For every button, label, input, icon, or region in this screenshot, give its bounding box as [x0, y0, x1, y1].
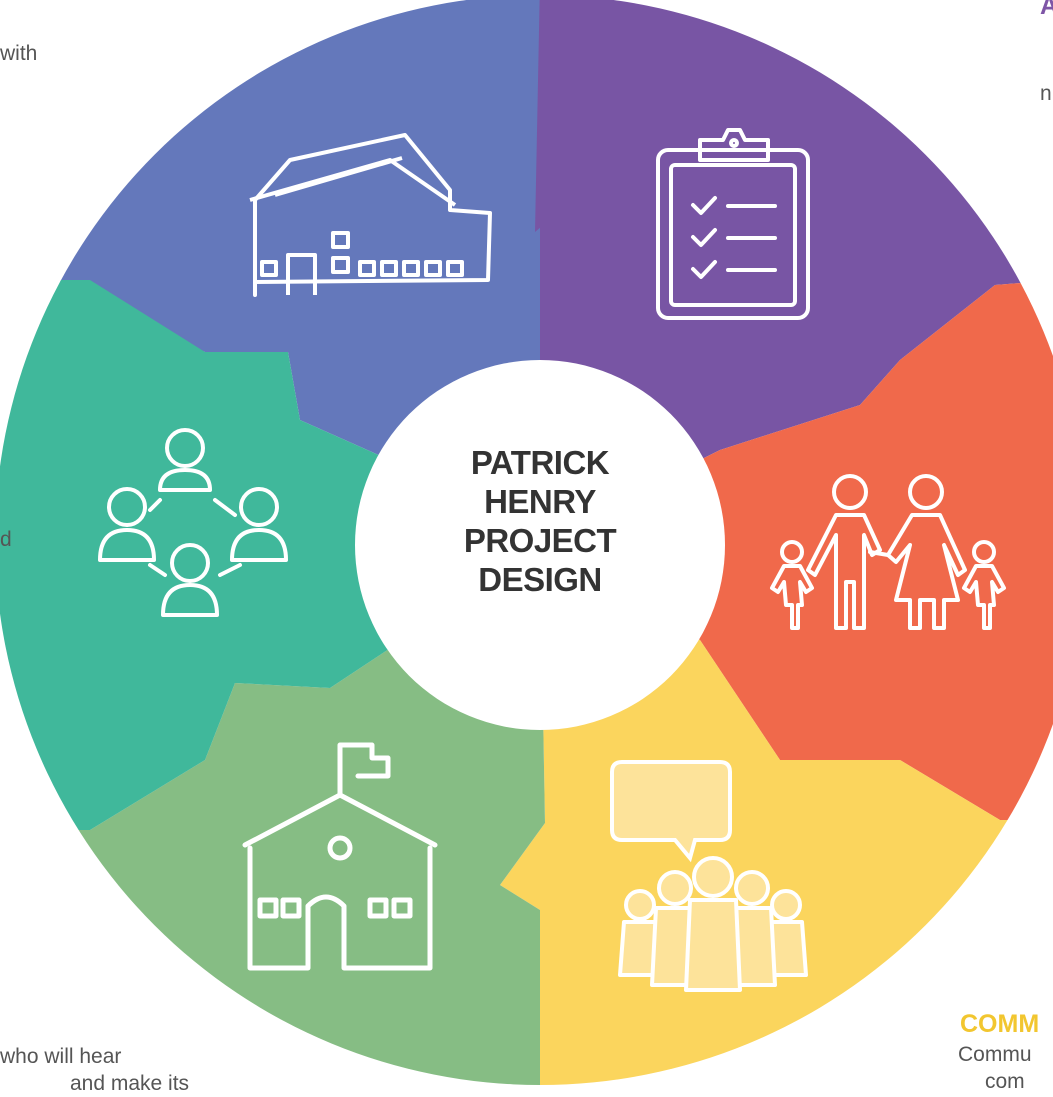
- center-title: PATRICK HENRY PROJECT DESIGN: [360, 443, 720, 599]
- schoolhouse-icon: [242, 742, 438, 971]
- center-circle: [355, 360, 725, 730]
- center-title-line-2: HENRY: [484, 483, 596, 520]
- center-title-line-1: PATRICK: [470, 444, 610, 481]
- speech-bubble-people-icon: [610, 760, 808, 992]
- segment-team: [0, 280, 540, 830]
- margin-text-left-bottom-2: and make its: [70, 1072, 190, 1095]
- family-icon: [770, 474, 1006, 630]
- margin-heading-right-bottom: COMM: [960, 1010, 1040, 1038]
- margin-text-right-bottom-2: com: [985, 1070, 1025, 1093]
- margin-text-left-bottom-1: who will hear: [0, 1045, 122, 1068]
- team-network-icon: [98, 428, 288, 617]
- margin-text-right-bottom-1: Commu: [958, 1043, 1032, 1066]
- margin-text-left-top: with: [0, 42, 38, 65]
- margin-text-left-mid: d: [0, 528, 12, 551]
- center-title-line-3: PROJECT: [463, 522, 617, 559]
- margin-heading-right-top: A: [1040, 0, 1053, 20]
- clipboard-checklist-icon: [656, 128, 810, 320]
- margin-text-right-top: n: [1040, 82, 1052, 105]
- building-icon: [249, 133, 492, 297]
- center-title-line-4: DESIGN: [478, 561, 602, 598]
